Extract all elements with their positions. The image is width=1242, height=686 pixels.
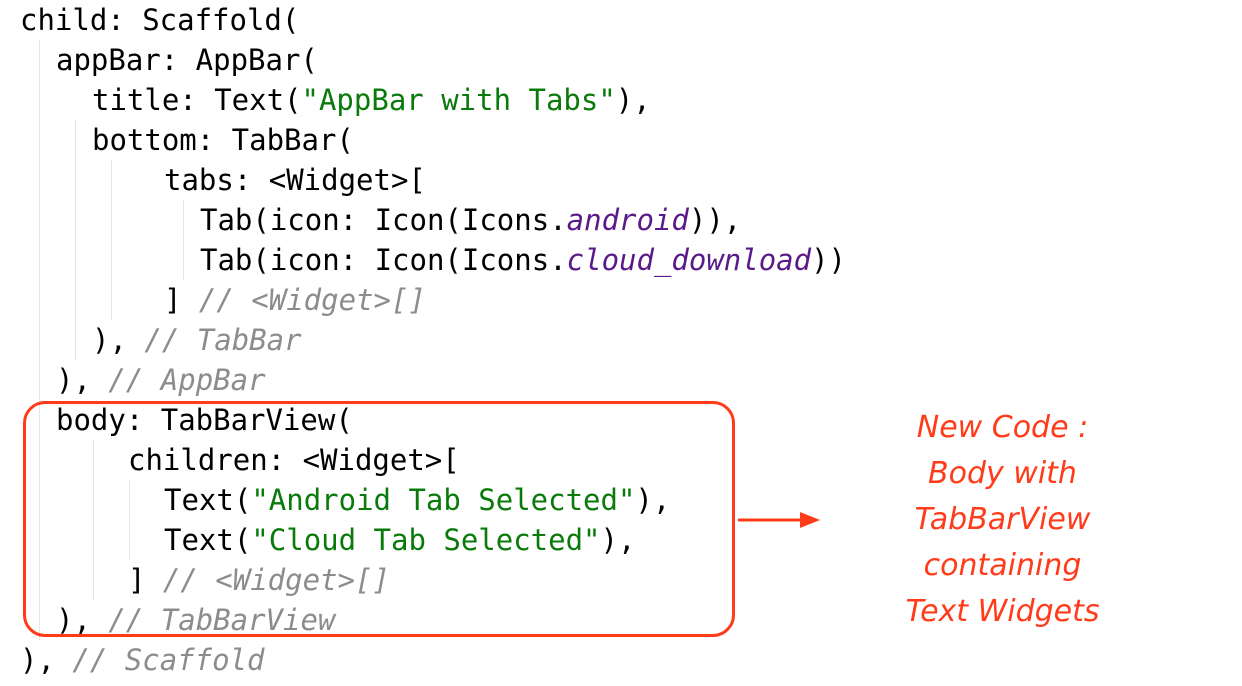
code-token-plain: )), — [688, 203, 742, 237]
code-token-plain: body: TabBarView( — [56, 403, 353, 437]
annotation-line: New Code : — [916, 410, 1089, 445]
annotation-line: Body with — [928, 456, 1077, 491]
annotation-line: Text Widgets — [905, 594, 1100, 629]
new-code-highlight-box — [23, 401, 735, 637]
indent-guide — [183, 200, 184, 280]
code-token-plain: ] — [128, 563, 163, 597]
code-token-plain: bottom: TabBar( — [92, 123, 354, 157]
code-token-comment: // <Widget>[] — [162, 563, 390, 597]
code-token-plain: ), — [92, 323, 145, 357]
indent-guide — [39, 40, 40, 640]
code-line: child: Scaffold( — [20, 0, 299, 40]
code-token-plain: ), — [635, 483, 671, 517]
code-token-plain: Text( — [164, 483, 252, 517]
code-line: ), // TabBar — [92, 320, 302, 360]
code-token-plain: ), — [56, 603, 109, 637]
code-token-plain: children: <Widget>[ — [128, 443, 460, 477]
code-token-plain: ), — [56, 363, 109, 397]
code-token-plain: )) — [811, 243, 847, 277]
code-token-plain: ] — [164, 283, 199, 317]
code-token-comment: // AppBar — [108, 363, 266, 397]
indent-guide — [75, 120, 76, 360]
code-token-comment: // Scaffold — [72, 643, 265, 677]
code-line: title: Text("AppBar with Tabs"), — [92, 80, 651, 120]
code-token-plain: tabs: <Widget>[ — [164, 163, 426, 197]
code-token-comment: // TabBar — [144, 323, 302, 357]
code-token-plain: title: Text( — [92, 83, 302, 117]
annotation-line: TabBarView — [914, 502, 1091, 537]
arrow-icon — [738, 512, 820, 528]
code-token-const: cloud_download — [566, 243, 812, 277]
code-token-plain: Tab(icon: Icon(Icons. — [200, 243, 567, 277]
code-token-str: "Android Tab Selected" — [251, 483, 636, 517]
code-line: ] // <Widget>[] — [164, 280, 426, 320]
code-token-plain: Text( — [164, 523, 252, 557]
code-line: body: TabBarView( — [56, 400, 353, 440]
code-line: Tab(icon: Icon(Icons.cloud_download)) — [200, 240, 846, 280]
code-line: Tab(icon: Icon(Icons.android)), — [200, 200, 741, 240]
code-snippet: child: Scaffold(appBar: AppBar(title: Te… — [20, 0, 846, 680]
annotation-note: New Code : Body with TabBarView containi… — [880, 405, 1125, 635]
code-token-plain: ), — [600, 523, 636, 557]
code-line: ] // <Widget>[] — [128, 560, 390, 600]
indent-guide — [111, 160, 112, 320]
annotation-line: containing — [923, 548, 1082, 583]
code-line: ), // TabBarView — [56, 600, 335, 640]
indent-guide — [93, 440, 94, 600]
indent-guide — [129, 480, 130, 560]
code-token-plain: ), — [615, 83, 651, 117]
code-line: ), // AppBar — [56, 360, 266, 400]
code-line: Text("Android Tab Selected"), — [164, 480, 670, 520]
code-token-plain: ), — [20, 643, 73, 677]
code-token-comment: // <Widget>[] — [198, 283, 426, 317]
code-line: Text("Cloud Tab Selected"), — [164, 520, 635, 560]
code-token-plain: Tab(icon: Icon(Icons. — [200, 203, 567, 237]
code-token-plain: appBar: AppBar( — [56, 43, 318, 77]
code-token-str: "AppBar with Tabs" — [301, 83, 616, 117]
code-token-str: "Cloud Tab Selected" — [251, 523, 601, 557]
code-line: ), // Scaffold — [20, 640, 264, 680]
code-line: tabs: <Widget>[ — [164, 160, 426, 200]
code-line: children: <Widget>[ — [128, 440, 460, 480]
code-line: appBar: AppBar( — [56, 40, 318, 80]
code-token-comment: // TabBarView — [108, 603, 336, 637]
code-token-plain: child: Scaffold( — [20, 3, 300, 37]
code-line: bottom: TabBar( — [92, 120, 354, 160]
code-token-const: android — [566, 203, 689, 237]
